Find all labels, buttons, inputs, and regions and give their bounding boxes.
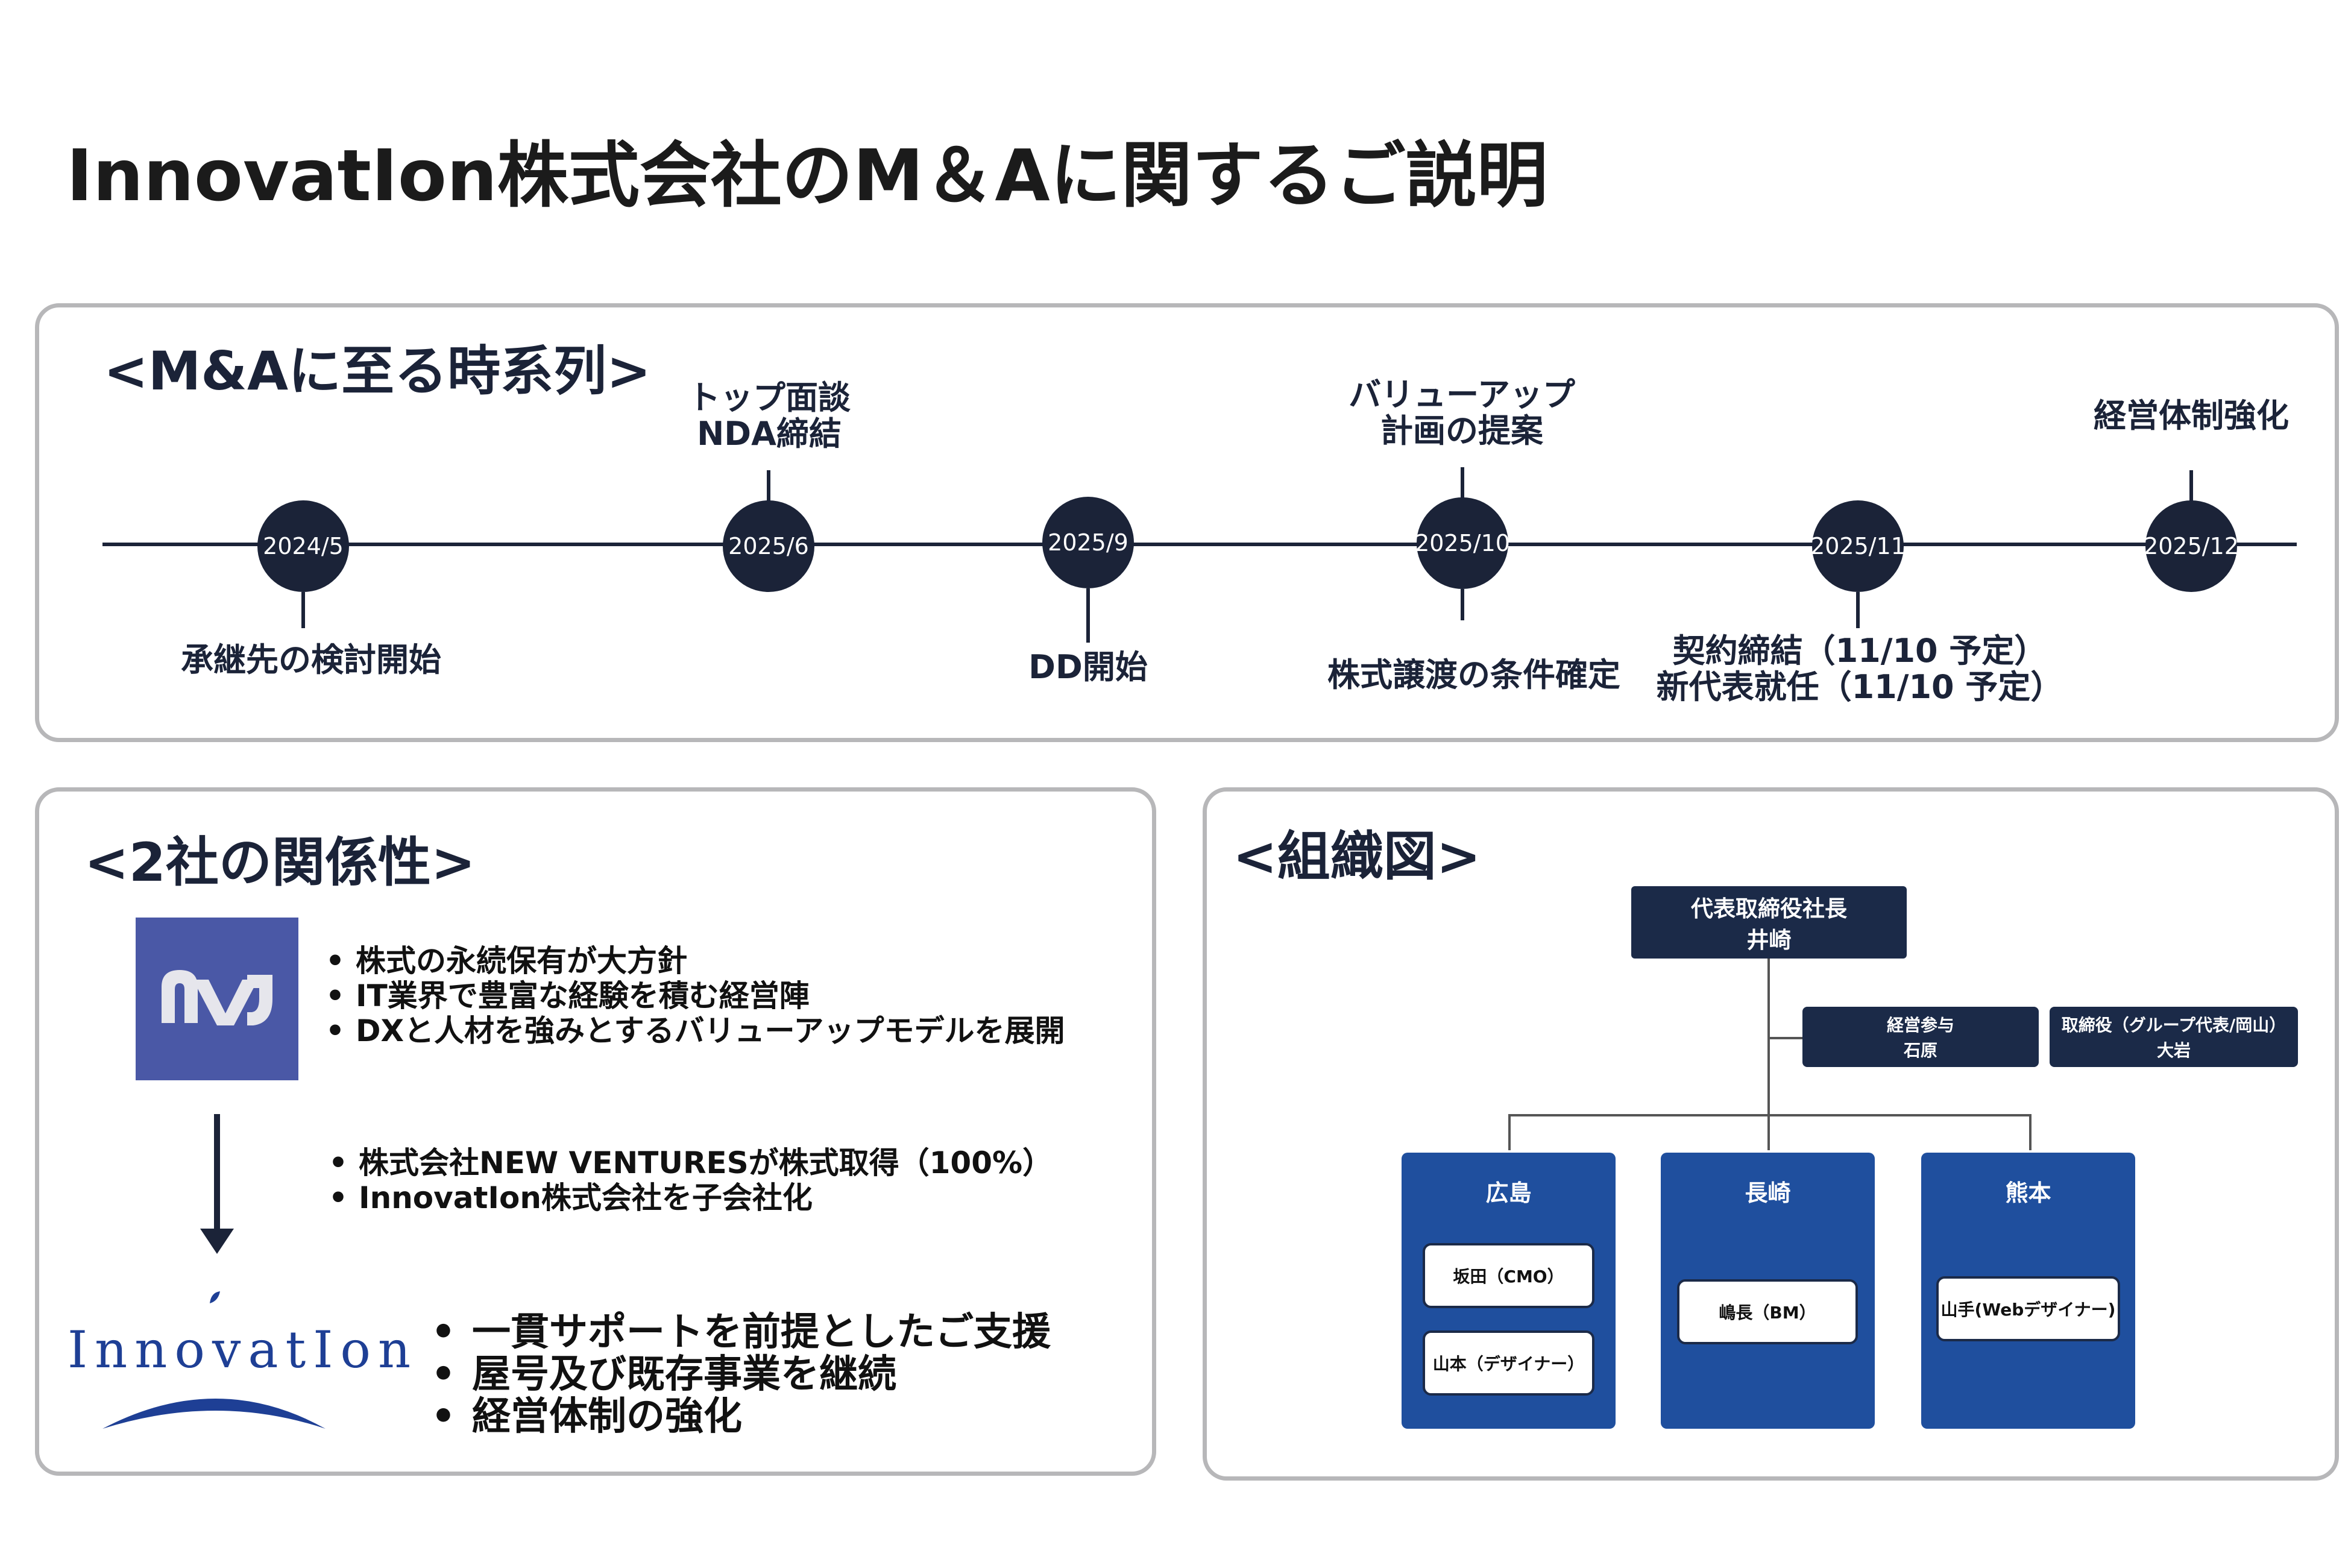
org-branch-nagasaki: 長崎 嶋長（BM） (1661, 1153, 1875, 1429)
nv-logo-icon (162, 970, 272, 1025)
timeline-event-line: 契約締結（11/10 予定） (1672, 632, 2047, 670)
ceo-role: 代表取締役社長 (1691, 896, 1847, 922)
timeline-tick (301, 592, 305, 628)
timeline-node-2025-9: 2025/9 (1042, 497, 1134, 588)
deal-bullet-list: 株式会社NEW VENTURESが株式取得（100%） InnovatIon株式… (329, 1145, 1053, 1215)
org-branch-kumamoto: 熊本 山手(Webデザイナー) (1921, 1153, 2135, 1429)
list-item: 一貫サポートを前提としたご支援 (431, 1311, 1051, 1353)
list-item: IT業界で豊富な経験を積む経営陣 (326, 978, 1065, 1013)
branch-title: 熊本 (2005, 1180, 2051, 1206)
page-title: InnovatIon株式会社のM＆Aに関するご説明 (66, 134, 1548, 217)
list-item-text: 経営体制の強化 (472, 1394, 742, 1439)
relationship-heading: <2社の関係性> (84, 831, 476, 893)
org-branch-hiroshima: 広島 坂田（CMO） 山本（デザイナー） (1402, 1153, 1616, 1429)
branch-title: 長崎 (1745, 1180, 1791, 1206)
list-item-text: 屋号及び既存事業を継続 (472, 1352, 896, 1397)
ceo-name: 井崎 (1746, 927, 1792, 953)
list-item-text: 一貫サポートを前提としたご支援 (472, 1310, 1051, 1355)
org-connector (1769, 1037, 1804, 1039)
list-item: 株式の永続保有が大方針 (326, 943, 1065, 978)
timeline-event: DD開始 (1001, 649, 1176, 685)
innovation-logo (66, 1290, 368, 1435)
list-item-text: 株式会社NEW VENTURESが株式取得（100%） (359, 1145, 1053, 1180)
timeline-tick (767, 470, 770, 502)
list-item: 経営体制の強化 (431, 1396, 1051, 1438)
new-ventures-logo (136, 918, 298, 1080)
org-connector (2029, 1114, 2032, 1150)
org-member: 坂田（CMO） (1423, 1243, 1594, 1308)
acquisition-arrow-icon (199, 1114, 235, 1259)
timeline-event: 経営体制強化 (2074, 397, 2309, 435)
advisor-role: 経営参与 (1886, 1015, 1954, 1035)
list-item-text: InnovatIon株式会社を子会社化 (359, 1180, 813, 1215)
org-connector (1767, 1114, 1770, 1150)
org-ceo-box: 代表取締役社長 井崎 (1631, 886, 1907, 959)
timeline-event-line: 新代表就任（11/10 予定） (1656, 668, 2063, 707)
timeline-tick (2189, 470, 2193, 502)
timeline-node-2025-6: 2025/6 (723, 500, 814, 592)
timeline-event-line: 承継先の検討開始 (181, 641, 441, 679)
innovation-logo-text: InnovatIon (68, 1320, 418, 1379)
timeline-tick (1086, 588, 1090, 643)
timeline-event-line: NDA締結 (697, 415, 842, 453)
advisor-name: 大岩 (2156, 1041, 2191, 1060)
timeline-tick (1461, 589, 1464, 620)
innovation-logo-icon (102, 1291, 326, 1429)
timeline-tick (1856, 592, 1860, 628)
advisor-role: 取締役（グループ代表/岡山） (2061, 1015, 2286, 1035)
timeline-node-2025-12: 2025/12 (2144, 500, 2239, 592)
org-connector (1508, 1114, 1511, 1150)
timeline-node-2025-11: 2025/11 (1810, 500, 1906, 592)
org-advisor-box: 経営参与 石原 (1802, 1007, 2039, 1067)
org-connector (1508, 1114, 2032, 1116)
timeline-panel (35, 303, 2339, 742)
timeline-event-line: 計画の提案 (1380, 412, 1543, 450)
timeline-event-secondary: 株式譲渡の条件確定 (1314, 656, 1634, 694)
timeline-node-2025-10: 2025/10 (1415, 497, 1510, 589)
timeline-event-line: DD開始 (1028, 648, 1148, 686)
timeline-event: 契約締結（11/10 予定） 新代表就任（11/10 予定） (1652, 632, 2068, 707)
advisor-name: 石原 (1903, 1041, 1937, 1060)
list-item: 株式会社NEW VENTURESが株式取得（100%） (329, 1145, 1053, 1180)
timeline-event-line: トップ面談 (688, 379, 851, 417)
timeline-axis (102, 543, 2297, 546)
timeline-node-2024-5: 2024/5 (257, 500, 349, 592)
innovation-bullet-list: 一貫サポートを前提としたご支援 屋号及び既存事業を継続 経営体制の強化 (431, 1311, 1051, 1438)
timeline-event: 承継先の検討開始 (181, 641, 441, 679)
timeline-event: バリューアップ 計画の提案 (1314, 376, 1610, 450)
org-member: 嶋長（BM） (1677, 1279, 1858, 1344)
list-item: DXと人材を強みとするバリューアップモデルを展開 (326, 1013, 1065, 1048)
org-member: 山本（デザイナー） (1423, 1330, 1594, 1396)
timeline-event-line: 経営体制強化 (2094, 397, 2289, 435)
timeline-tick (1461, 467, 1464, 499)
nv-bullet-list: 株式の永続保有が大方針 IT業界で豊富な経験を積む経営陣 DXと人材を強みとする… (326, 943, 1065, 1048)
timeline-event: トップ面談 NDA締結 (663, 379, 875, 453)
timeline-event-line: バリューアップ (1349, 376, 1575, 414)
list-item: InnovatIon株式会社を子会社化 (329, 1180, 1053, 1215)
list-item-text: 株式の永続保有が大方針 (356, 943, 687, 978)
list-item-text: DXと人材を強みとするバリューアップモデルを展開 (356, 1013, 1065, 1048)
list-item-text: IT業界で豊富な経験を積む経営陣 (356, 978, 810, 1013)
branch-title: 広島 (1485, 1180, 1532, 1206)
timeline-heading: <M&Aに至る時系列> (104, 340, 651, 402)
org-heading: <組織図> (1233, 825, 1481, 887)
org-member: 山手(Webデザイナー) (1936, 1276, 2120, 1341)
list-item: 屋号及び既存事業を継続 (431, 1353, 1051, 1396)
timeline-event-line: 株式譲渡の条件確定 (1327, 656, 1620, 694)
org-advisor-box: 取締役（グループ代表/岡山） 大岩 (2050, 1007, 2298, 1067)
